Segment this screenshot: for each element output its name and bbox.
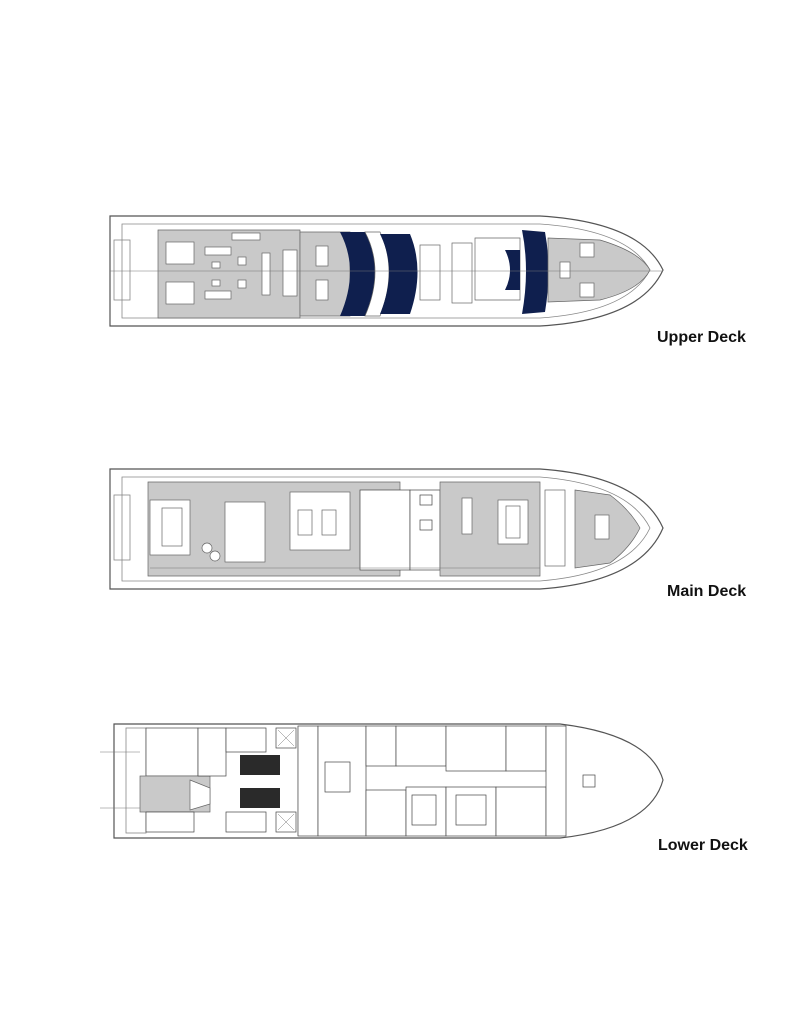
lower-deck-label: Lower Deck bbox=[658, 837, 748, 854]
upper-deck-plan bbox=[109, 215, 664, 327]
main-deck-label: Main Deck bbox=[667, 583, 747, 600]
lower-deck-plan bbox=[100, 723, 664, 839]
main-deck-plan bbox=[109, 468, 664, 590]
upper-deck-label: Upper Deck bbox=[657, 329, 746, 346]
